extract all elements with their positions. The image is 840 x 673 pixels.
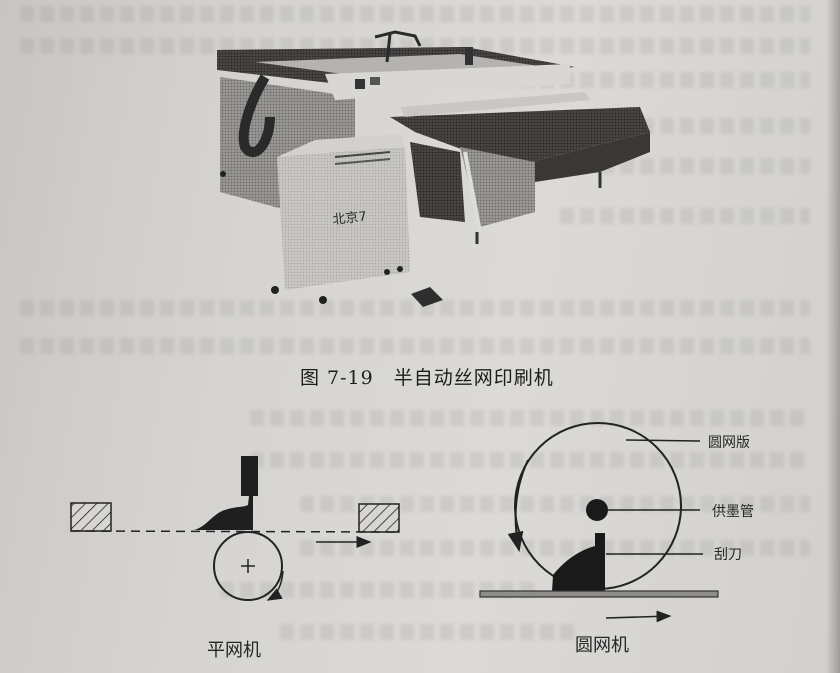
- label-squeegee: 刮刀: [714, 547, 742, 563]
- figure-title: 半自动丝网印刷机: [393, 367, 554, 389]
- substrate: [479, 590, 719, 598]
- rotary-machine-caption: 圆网机: [575, 635, 629, 656]
- squeegee-holder: [241, 456, 258, 496]
- printing-diagrams: [70, 422, 719, 623]
- book-spine-shadow: [826, 0, 840, 673]
- screen-frame-right: [358, 503, 400, 533]
- flat-machine-caption: 平网机: [207, 640, 261, 661]
- screen-mesh-line: [70, 530, 400, 533]
- rotation-arrow-icon: [266, 570, 284, 601]
- ink-and-squeegee: [194, 496, 253, 530]
- figure-number: 图 7-19: [300, 367, 374, 389]
- callout-line-screen: [625, 439, 701, 442]
- ink-supply-pipe: [586, 499, 608, 521]
- label-rotary-screen: 圆网版: [708, 435, 750, 451]
- rotary-screen-diagram: [479, 422, 719, 623]
- machine-photo: 北京7: [217, 30, 650, 307]
- brand-mark: 北京7: [332, 209, 368, 228]
- label-ink-supply-pipe: 供墨管: [712, 504, 754, 520]
- rotation-arrow-icon: [507, 459, 529, 552]
- screen-frame-left: [70, 502, 112, 532]
- squeegee-blade: [552, 533, 605, 592]
- impression-roller: [213, 531, 283, 601]
- direction-arrow-icon: [605, 610, 672, 623]
- flat-screen-diagram: [70, 456, 400, 601]
- figure-caption: 图 7-19 半自动丝网印刷机: [300, 363, 620, 390]
